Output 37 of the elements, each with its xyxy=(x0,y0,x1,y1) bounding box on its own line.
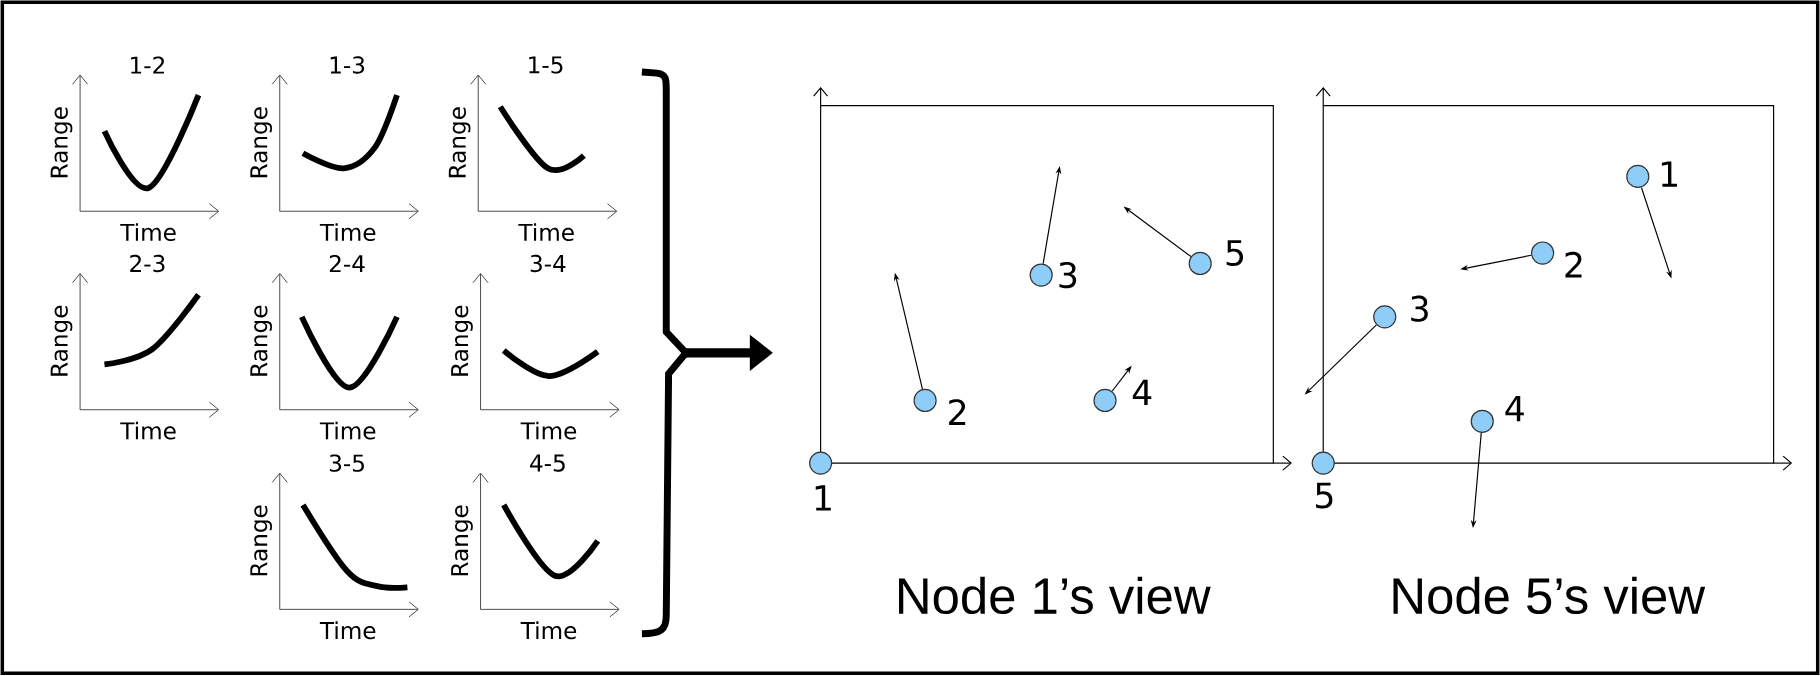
axis-label: Time xyxy=(319,223,376,242)
axis-label: Range xyxy=(451,306,473,376)
node-number: 2 xyxy=(1565,252,1582,278)
plot-title: 4-5 xyxy=(530,454,565,472)
axis-label: Time xyxy=(518,223,574,242)
axis-label: Range xyxy=(250,505,272,576)
plot-title: 3-4 xyxy=(530,254,566,273)
node-number: 1 xyxy=(1661,161,1677,187)
plot-title: 1-5 xyxy=(529,56,563,74)
curly-brace xyxy=(641,68,690,638)
axis-label: Range xyxy=(250,107,272,178)
axis-label: Time xyxy=(319,421,376,440)
view-caption: Node 5’s view xyxy=(1393,577,1706,615)
node-number: 5 xyxy=(1226,240,1243,267)
node-number: 4 xyxy=(1505,396,1524,422)
node-number: 3 xyxy=(1411,295,1428,323)
axis-label: Time xyxy=(520,621,577,640)
node-number: 2 xyxy=(949,399,966,426)
axis-label: Range xyxy=(250,306,272,376)
node-number: 4 xyxy=(1132,379,1152,406)
node-number: 3 xyxy=(1059,262,1077,289)
axis-label: Range xyxy=(451,505,473,576)
axis-label: Time xyxy=(319,621,376,640)
axis-label: Time xyxy=(120,421,176,440)
plot-title: 2-4 xyxy=(329,255,365,273)
axis-label: Range xyxy=(50,107,73,178)
view-caption: Node 1’s view xyxy=(899,577,1211,615)
plot-title: 1-2 xyxy=(131,56,164,74)
axis-label: Range xyxy=(50,306,73,376)
plot-title: 3-5 xyxy=(329,454,364,473)
node-number: 5 xyxy=(1316,482,1333,509)
node-number: 1 xyxy=(815,485,831,511)
axis-label: Range xyxy=(448,107,471,178)
axis-label: Time xyxy=(520,421,577,440)
plot-title: 2-3 xyxy=(130,254,165,273)
axis-label: Time xyxy=(120,223,176,242)
plot-title: 1-3 xyxy=(330,56,365,74)
